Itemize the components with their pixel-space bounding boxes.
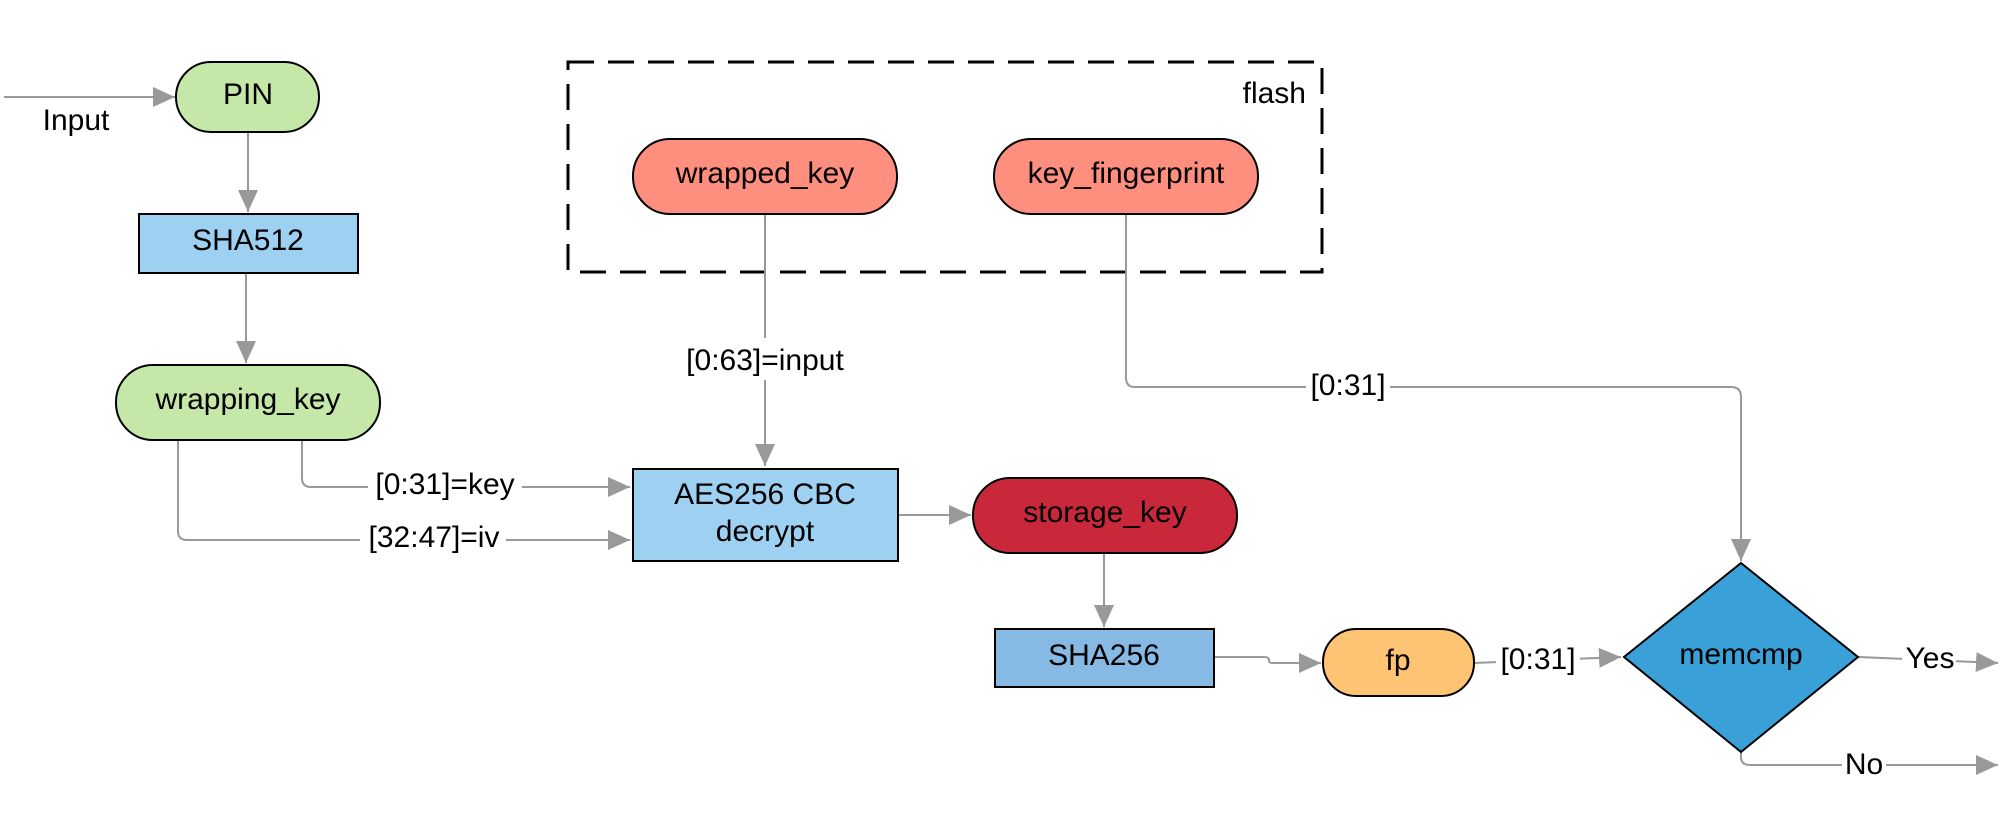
- edge-memcmp-no: [1740, 752, 1998, 775]
- node-key-fingerprint: key_fingerprint: [993, 138, 1259, 215]
- node-storage-key: storage_key: [972, 477, 1238, 554]
- node-wrapping-key: wrapping_key: [115, 364, 381, 441]
- node-fp: fp: [1322, 628, 1475, 697]
- node-aes-decrypt-label-line2: decrypt: [716, 515, 815, 548]
- node-memcmp: memcmp: [1622, 561, 1860, 754]
- flash-group-label: flash: [1243, 77, 1306, 110]
- edge-label-fp-slice: [0:31]: [1500, 643, 1575, 676]
- node-aes-decrypt: AES256 CBC decrypt: [632, 468, 899, 562]
- edge-label-wrapped-input: [0:63]=input: [686, 344, 844, 377]
- edge-wrapping-key-to-aes-iv: [177, 440, 630, 550]
- node-wrapping-key-label: wrapping_key: [154, 383, 340, 416]
- node-pin-label: PIN: [223, 78, 273, 111]
- flash-group-box: [566, 60, 1324, 274]
- node-wrapped-key: wrapped_key: [632, 138, 898, 215]
- node-sha256-label: SHA256: [1048, 639, 1160, 672]
- edge-label-key-slice: [0:31]=key: [375, 468, 514, 501]
- edge-label-input: Input: [43, 104, 110, 137]
- edge-wrapping-key-to-aes-key: [301, 440, 630, 497]
- node-storage-key-label: storage_key: [1023, 496, 1186, 529]
- edge-label-fingerprint-slice: [0:31]: [1310, 369, 1385, 402]
- node-pin: PIN: [175, 61, 320, 133]
- node-memcmp-label: memcmp: [1679, 638, 1802, 671]
- node-wrapped-key-label: wrapped_key: [675, 157, 854, 190]
- node-sha256: SHA256: [994, 628, 1215, 688]
- edge-label-no: No: [1845, 748, 1883, 781]
- edge-key-fingerprint-to-memcmp: [1125, 214, 1751, 561]
- edge-sha256-to-fp: [1214, 653, 1321, 673]
- edge-label-yes: Yes: [1906, 642, 1955, 675]
- node-fp-label: fp: [1385, 644, 1410, 677]
- edge-label-iv-slice: [32:47]=iv: [369, 521, 500, 554]
- node-key-fingerprint-label: key_fingerprint: [1028, 157, 1225, 190]
- node-sha512: SHA512: [138, 213, 359, 274]
- node-sha512-label: SHA512: [192, 224, 304, 257]
- node-aes-decrypt-label-line1: AES256 CBC: [674, 478, 856, 511]
